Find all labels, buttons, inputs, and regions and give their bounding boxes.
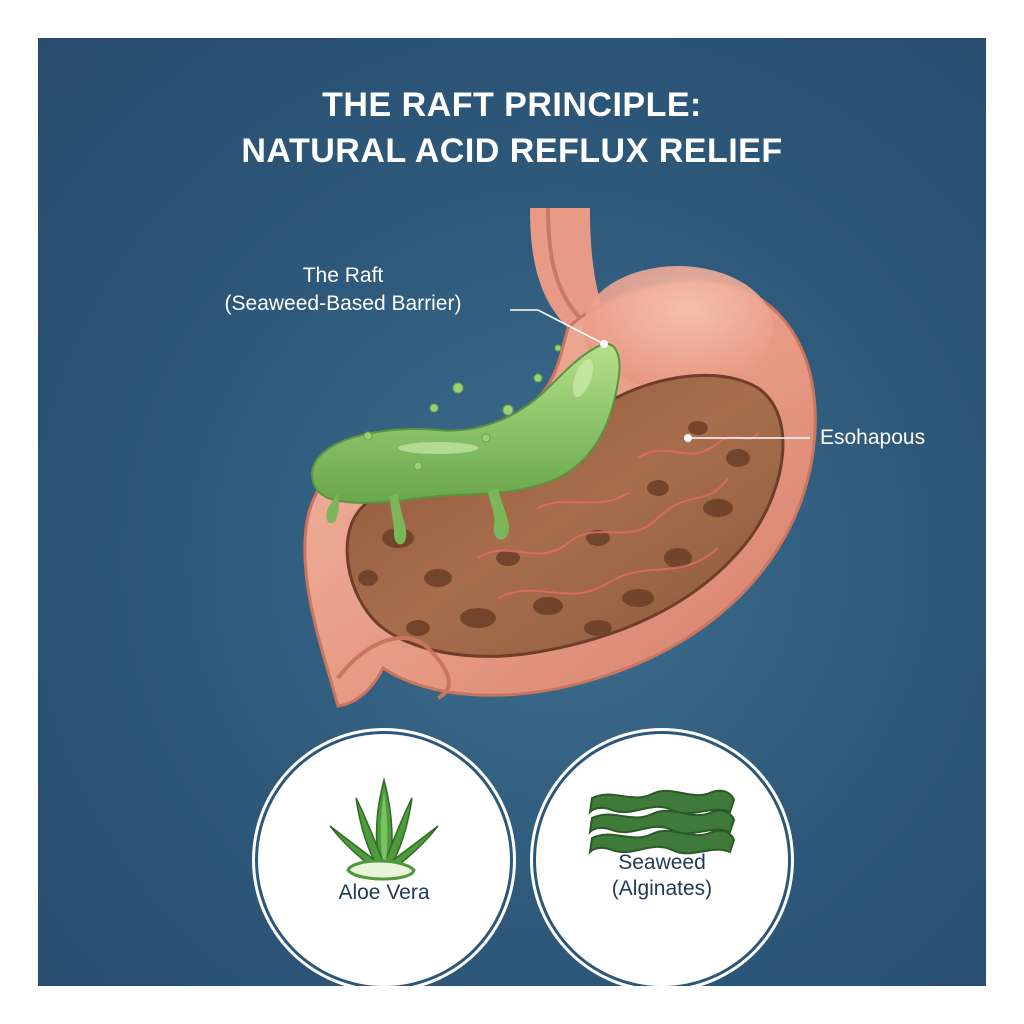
stomach-lower-fold [336, 636, 451, 700]
page-title: THE RAFT PRINCIPLE: NATURAL ACID REFLUX … [38, 82, 986, 174]
seaweed-label-line-2: (Alginates) [611, 877, 713, 900]
esophagus-leader-line [684, 434, 810, 442]
inflammation-marks [477, 432, 759, 599]
seaweed-label-line-1: Seaweed [618, 851, 706, 874]
seaweed-badge: Seaweed (Alginates) [542, 740, 782, 980]
esophagus-label: Esohapous [820, 426, 926, 449]
aloe-vera-icon [329, 777, 439, 881]
seaweed-label: Seaweed (Alginates) [542, 850, 782, 902]
raft-label-line-2: (Seaweed-Based Barrier) [224, 292, 462, 315]
aloe-vera-label: Aloe Vera [338, 881, 430, 904]
infographic-panel: THE RAFT PRINCIPLE: NATURAL ACID REFLUX … [38, 38, 986, 986]
title-line-2: NATURAL ACID REFLUX RELIEF [241, 132, 783, 170]
stomach-fundus [583, 266, 773, 390]
raft-label: The Raft (Seaweed-Based Barrier) [178, 262, 508, 318]
title-line-1: THE RAFT PRINCIPLE: [322, 86, 702, 124]
aloe-vera-badge: Aloe Vera [264, 740, 504, 980]
food-particles [358, 421, 750, 636]
seaweed-icon [588, 789, 736, 855]
gel-bubbles [363, 344, 562, 471]
raft-label-line-1: The Raft [302, 264, 384, 287]
raft-gel [311, 342, 621, 545]
raft-leader-line [510, 309, 608, 348]
aloe-slice [346, 859, 416, 881]
stomach-illustration [303, 207, 817, 708]
